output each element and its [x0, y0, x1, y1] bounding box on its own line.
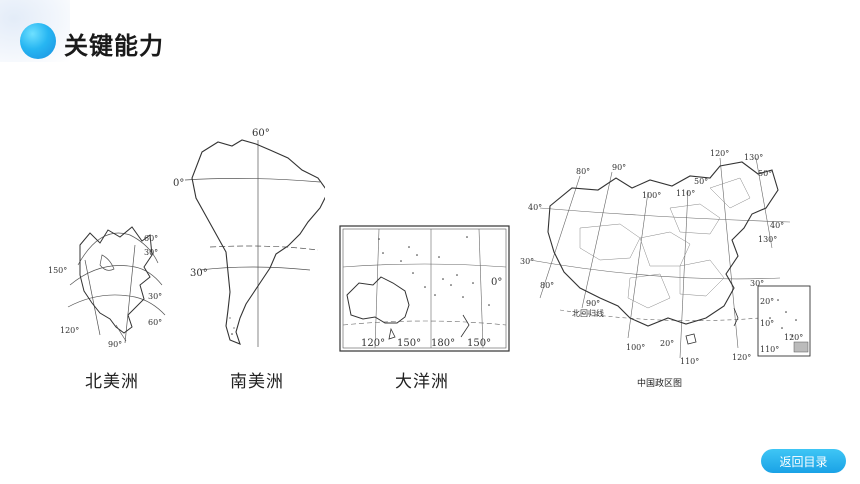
- cn-deg-40: 40°: [528, 203, 542, 212]
- cn-deg-30b: 30°: [750, 279, 764, 288]
- china-map: 80° 90° 100° 110° 120° 130° 50° 50° 40° …: [520, 148, 815, 370]
- cn-deg-110: 110°: [676, 189, 695, 198]
- na-deg-30b: 30°: [148, 292, 162, 301]
- north-america-label: 北美洲: [85, 372, 139, 392]
- cn-inset-20: 20°: [760, 297, 774, 306]
- oc-deg-180: 180°: [431, 338, 455, 349]
- na-deg-60b: 60°: [148, 318, 162, 327]
- cn-deg-100b: 100°: [626, 343, 645, 352]
- page-title: 关键能力: [64, 32, 164, 60]
- oceania-label: 大洋洲: [395, 372, 449, 392]
- cn-inset-120: 120°: [784, 333, 803, 342]
- cn-deg-40b: 40°: [770, 221, 784, 230]
- oc-deg-120: 120°: [361, 338, 385, 349]
- return-to-toc-button[interactable]: 返回目录: [761, 449, 846, 473]
- cn-deg-90: 90°: [612, 163, 626, 172]
- na-deg-120: 120°: [60, 326, 79, 335]
- south-america-label: 南美洲: [230, 372, 284, 392]
- na-deg-150: 150°: [48, 266, 67, 275]
- oc-deg-0: 0°: [491, 277, 502, 288]
- cn-deg-110b: 110°: [680, 357, 699, 366]
- sa-deg-30: 30°: [190, 268, 208, 279]
- cn-deg-100: 100°: [642, 191, 661, 200]
- na-deg-60a: 60°: [144, 234, 158, 243]
- cn-tropic-label: 北回归线: [572, 308, 604, 318]
- cn-deg-30: 30°: [520, 257, 534, 266]
- oceania-map: 120° 150° 180° 150° 0°: [339, 225, 511, 353]
- cn-inset-110: 110°: [760, 345, 779, 354]
- cn-deg-80: 80°: [576, 167, 590, 176]
- china-map-label: 中国政区图: [637, 379, 683, 389]
- north-america-map: 150° 120° 90° 60° 30° 30° 60°: [40, 215, 170, 355]
- cn-deg-120b: 120°: [732, 353, 751, 362]
- cn-deg-120: 120°: [710, 149, 729, 158]
- na-deg-90: 90°: [108, 340, 122, 349]
- cn-deg-20: 20°: [660, 339, 674, 348]
- cn-deg-50b: 50°: [758, 169, 772, 178]
- sa-deg-60: 60°: [252, 128, 270, 139]
- cn-deg-80b: 80°: [540, 281, 554, 290]
- cn-deg-90b: 90°: [586, 299, 600, 308]
- sa-deg-0: 0°: [173, 178, 184, 189]
- south-america-map: 60° 0° 30°: [170, 122, 325, 352]
- header-circle-icon: [20, 23, 56, 59]
- na-deg-30a: 30°: [144, 248, 158, 257]
- cn-deg-50: 50°: [694, 177, 708, 186]
- oc-deg-150: 150°: [397, 338, 421, 349]
- cn-deg-130: 130°: [744, 153, 763, 162]
- oc-deg-150w: 150°: [467, 338, 491, 349]
- cn-deg-130b: 130°: [758, 235, 777, 244]
- cn-inset-10: 10°: [760, 319, 774, 328]
